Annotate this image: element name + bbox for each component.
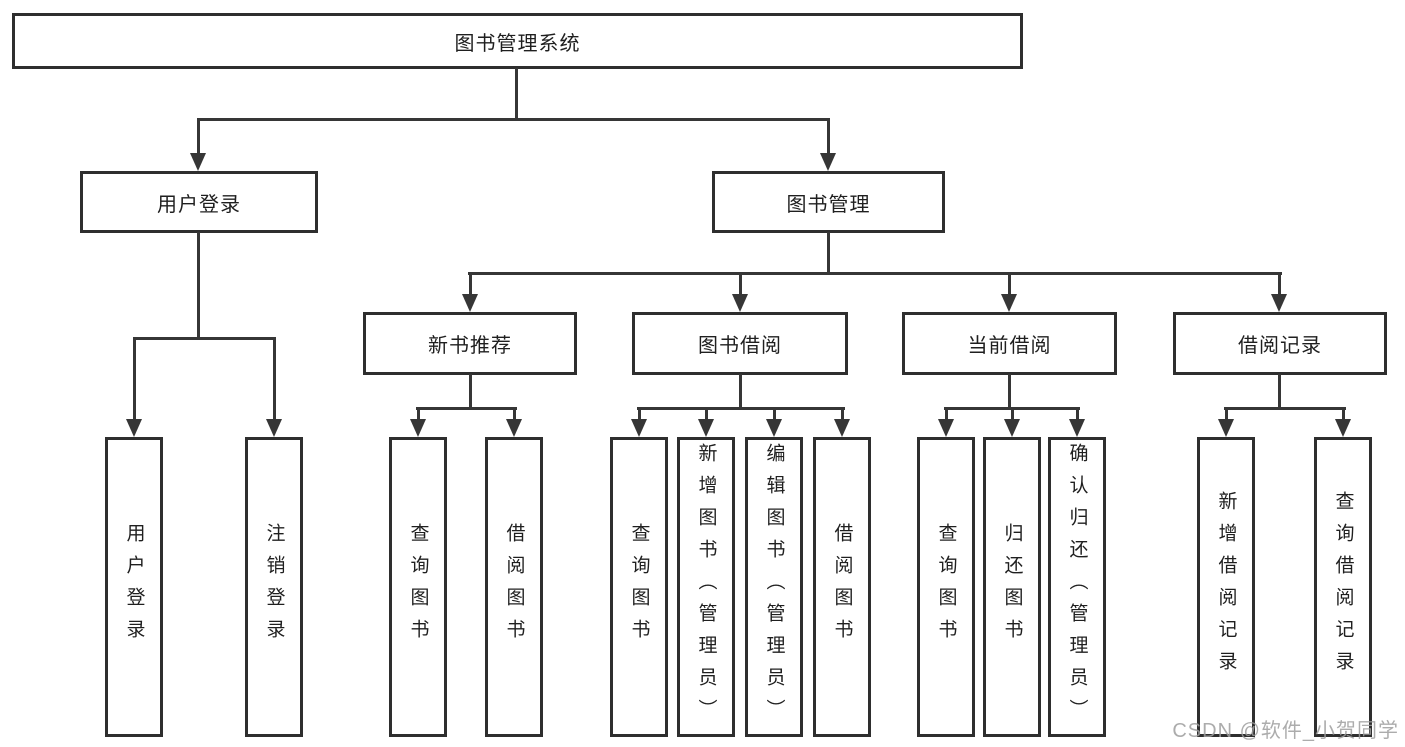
node-leaf-return-books: 归还图书 — [983, 437, 1041, 737]
node-leaf-logout: 注销登录 — [245, 437, 303, 737]
node-label: 新增图书（管理员） — [695, 443, 717, 731]
node-label: 编辑图书（管理员） — [763, 443, 785, 731]
arrowhead — [462, 294, 478, 312]
node-leaf-query-books-3: 查询图书 — [917, 437, 975, 737]
node-user-login: 用户登录 — [80, 171, 318, 233]
connector-line — [513, 407, 516, 421]
node-leaf-user-login: 用户登录 — [105, 437, 163, 737]
connector-line — [1278, 272, 1281, 296]
node-label: 图书借阅 — [698, 335, 782, 357]
connector-line — [1225, 407, 1228, 421]
node-label: 当前借阅 — [967, 335, 1052, 357]
connector-line — [1342, 407, 1345, 421]
node-label: 查询图书 — [935, 523, 957, 651]
connector-line — [133, 337, 136, 419]
connector-line — [1008, 374, 1011, 408]
node-label: 用户登录 — [123, 523, 145, 651]
arrowhead — [1001, 294, 1017, 312]
connector-line — [469, 272, 472, 296]
arrowhead — [1335, 419, 1351, 437]
node-current-borrowing: 当前借阅 — [902, 312, 1117, 375]
node-label: 查询借阅记录 — [1332, 491, 1354, 683]
connector-line — [827, 232, 830, 272]
connector-line — [637, 407, 845, 410]
node-label: 借阅图书 — [831, 523, 853, 651]
node-leaf-query-books-2: 查询图书 — [610, 437, 668, 737]
connector-line — [197, 232, 200, 337]
node-label: 图书管理系统 — [454, 32, 581, 55]
node-leaf-borrow-books-2: 借阅图书 — [813, 437, 871, 737]
node-label: 新书推荐 — [428, 335, 512, 357]
connector-line — [197, 118, 200, 154]
arrowhead — [126, 419, 142, 437]
arrowhead — [698, 419, 714, 437]
node-library-management-system: 图书管理系统 — [12, 13, 1023, 69]
node-label: 注销登录 — [263, 523, 285, 651]
node-label: 确认归还（管理员） — [1066, 443, 1088, 731]
connector-line — [945, 407, 948, 421]
node-book-management: 图书管理 — [712, 171, 945, 233]
connector-line — [133, 337, 276, 340]
connector-line — [197, 118, 830, 121]
connector-line — [827, 118, 830, 154]
arrowhead — [834, 419, 850, 437]
arrowhead — [190, 153, 206, 171]
connector-line — [1011, 407, 1014, 421]
connector-line — [469, 374, 472, 408]
node-borrowing-records: 借阅记录 — [1173, 312, 1387, 375]
node-leaf-add-borrow-record: 新增借阅记录 — [1197, 437, 1255, 737]
arrowhead — [1271, 294, 1287, 312]
connector-line — [416, 407, 517, 410]
connector-line — [739, 374, 742, 408]
connector-line — [515, 68, 518, 118]
node-label: 查询图书 — [628, 523, 650, 651]
connector-line — [705, 407, 708, 421]
node-label: 图书管理 — [786, 193, 871, 216]
node-label: 用户登录 — [157, 193, 241, 216]
connector-line — [1224, 407, 1346, 410]
node-book-borrowing: 图书借阅 — [632, 312, 848, 375]
node-new-book-recommendation: 新书推荐 — [363, 312, 577, 375]
node-label: 查询图书 — [407, 523, 429, 651]
arrowhead — [506, 419, 522, 437]
arrowhead — [938, 419, 954, 437]
arrowhead — [766, 419, 782, 437]
node-leaf-add-books-admin: 新增图书（管理员） — [677, 437, 735, 737]
connector-line — [739, 272, 742, 296]
connector-line — [773, 407, 776, 421]
connector-line — [841, 407, 844, 421]
arrowhead — [631, 419, 647, 437]
connector-line — [1076, 407, 1079, 421]
connector-line — [468, 272, 1282, 275]
node-label: 借阅图书 — [503, 523, 525, 651]
node-label: 新增借阅记录 — [1215, 491, 1237, 683]
node-leaf-query-books-1: 查询图书 — [389, 437, 447, 737]
watermark: CSDN @软件_小贺同学 — [1172, 720, 1399, 742]
arrowhead — [1218, 419, 1234, 437]
arrowhead — [820, 153, 836, 171]
arrowhead — [1069, 419, 1085, 437]
connector-line — [1278, 374, 1281, 408]
node-leaf-borrow-books-1: 借阅图书 — [485, 437, 543, 737]
connector-line — [1008, 272, 1011, 296]
connector-line — [273, 337, 276, 419]
connector-line — [638, 407, 641, 421]
node-leaf-confirm-return-admin: 确认归还（管理员） — [1048, 437, 1106, 737]
connector-line — [417, 407, 420, 421]
node-leaf-query-borrow-record: 查询借阅记录 — [1314, 437, 1372, 737]
node-label: 借阅记录 — [1238, 335, 1322, 357]
node-leaf-edit-books-admin: 编辑图书（管理员） — [745, 437, 803, 737]
arrowhead — [410, 419, 426, 437]
arrowhead — [732, 294, 748, 312]
arrowhead — [266, 419, 282, 437]
arrowhead — [1004, 419, 1020, 437]
node-label: 归还图书 — [1001, 523, 1023, 651]
